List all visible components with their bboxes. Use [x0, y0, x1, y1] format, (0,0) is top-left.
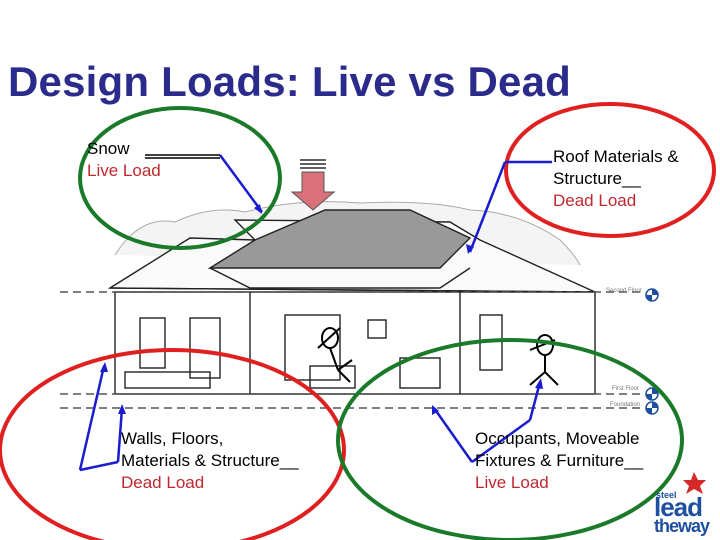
walls-dead-load-circle — [0, 348, 346, 540]
tag-first-floor: First Floor — [612, 386, 639, 392]
occupants-live-load-circle — [336, 338, 684, 540]
level-marker-foundation — [645, 401, 659, 415]
walls-label: Walls, Floors, Materials & Structure__ D… — [121, 428, 299, 494]
snow-live-load-circle — [78, 106, 282, 250]
level-marker-second — [645, 288, 659, 302]
snow-label: Snow Live Load — [87, 138, 161, 182]
occupants-label-name2: Fixtures & Furniture__ — [475, 451, 644, 470]
tag-foundation: Foundation — [610, 402, 640, 408]
walls-label-name2: Materials & Structure__ — [121, 451, 299, 470]
roof-label-name2: Structure__ — [553, 169, 641, 188]
occupants-label-name: Occupants, Moveable — [475, 429, 640, 448]
house-illustration — [60, 201, 640, 409]
roof-label-name: Roof Materials & — [553, 147, 679, 166]
down-arrow-icon — [290, 159, 336, 211]
walls-label-load: Dead Load — [121, 473, 205, 492]
level-marker-first — [645, 387, 659, 401]
walls-label-name: Walls, Floors, — [121, 429, 224, 448]
occupants-label-load: Live Load — [475, 473, 549, 492]
roof-label: Roof Materials & Structure__ Dead Load — [553, 146, 679, 212]
snow-label-name: Snow — [87, 139, 130, 158]
tag-second-floor: Second Floor — [606, 288, 642, 294]
slide-title: Design Loads: Live vs Dead — [8, 58, 572, 105]
logo-main-text: lead — [654, 492, 703, 522]
occupants-label: Occupants, Moveable Fixtures & Furniture… — [475, 428, 643, 494]
logo-sub-text: theway — [654, 516, 710, 536]
logo-small-text: steel — [656, 490, 677, 500]
pointer-arrows — [78, 154, 552, 472]
snow-label-load: Live Load — [87, 161, 161, 180]
logo-star-icon — [683, 472, 706, 494]
roof-dead-load-circle — [504, 102, 716, 238]
roof-label-load: Dead Load — [553, 191, 637, 210]
